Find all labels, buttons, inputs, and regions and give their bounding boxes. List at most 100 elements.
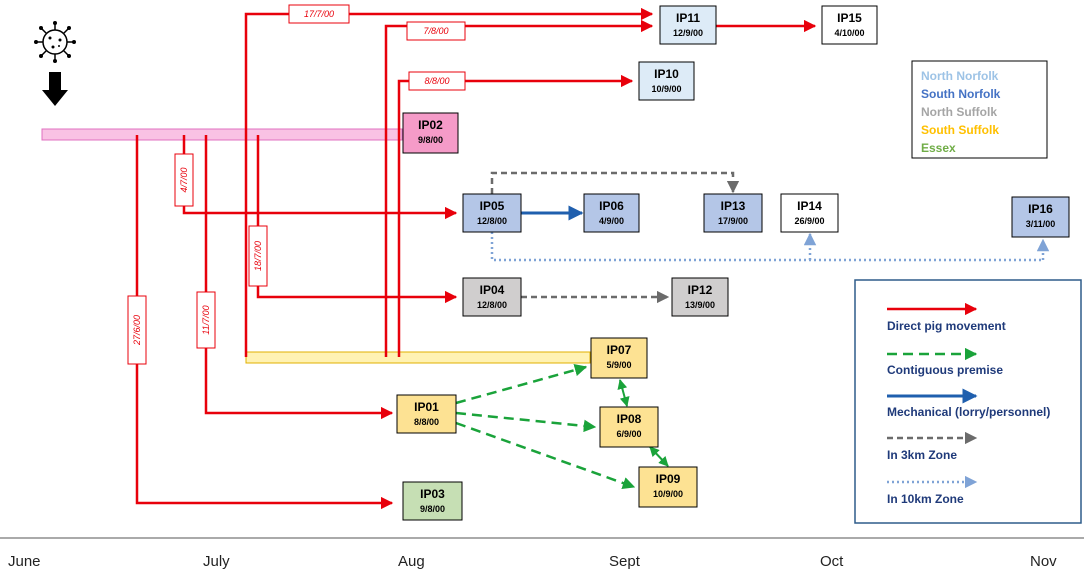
zone10km-links xyxy=(490,232,1050,262)
legend-3km-zone: In 3km Zone xyxy=(887,448,957,462)
legend-essex: Essex xyxy=(921,141,956,155)
region-legend: North Norfolk South Norfolk North Suffol… xyxy=(911,60,1048,159)
legend-south-norfolk: South Norfolk xyxy=(921,87,1001,101)
node-id-label: IP07 xyxy=(607,343,632,357)
node-date-label: 4/10/00 xyxy=(834,28,864,38)
month-aug: Aug xyxy=(398,553,425,570)
premise-nodes: IP018/8/00IP029/8/00IP039/8/00IP0412/8/0… xyxy=(396,5,1070,521)
svg-text:4/7/00: 4/7/00 xyxy=(179,167,189,192)
node-id-label: IP10 xyxy=(654,67,679,81)
node-ip14: IP14 26/9/00 xyxy=(780,193,839,233)
down-arrow-icon xyxy=(42,72,68,106)
legend-north-suffolk: North Suffolk xyxy=(921,105,997,119)
date-label-4-7: 4/7/00 xyxy=(174,153,194,207)
date-label-17-7: 17/7/00 xyxy=(288,4,350,24)
node-date-label: 26/9/00 xyxy=(794,216,824,226)
month-labels: June July Aug Sept Oct Nov xyxy=(8,553,1057,570)
node-id-label: IP12 xyxy=(688,283,713,297)
zone3km-links xyxy=(490,171,740,304)
date-label-27-6: 27/6/00 xyxy=(127,295,147,365)
link-ip07-ip11-b xyxy=(384,19,654,357)
node-ip07: IP07 5/9/00 xyxy=(590,337,648,379)
date-label-11-7: 11/7/00 xyxy=(196,291,216,349)
link-ip07-ip10 xyxy=(397,74,634,357)
node-id-label: IP09 xyxy=(656,472,681,486)
node-ip12: IP12 13/9/00 xyxy=(671,277,729,317)
month-sept: Sept xyxy=(609,553,641,570)
ip02-period-bar xyxy=(41,128,403,141)
node-ip16: IP16 3/11/00 xyxy=(1011,196,1070,238)
node-ip11: IP11 12/9/00 xyxy=(659,5,717,45)
node-date-label: 12/8/00 xyxy=(477,216,507,226)
node-date-label: 12/8/00 xyxy=(477,300,507,310)
node-id-label: IP03 xyxy=(420,487,445,501)
contiguous-links xyxy=(455,363,636,490)
link-legend: Direct pig movement Contiguous premise M… xyxy=(854,279,1082,524)
link-ip02-ip01 xyxy=(204,135,394,420)
node-date-label: 10/9/00 xyxy=(651,84,681,94)
link-ip05-ip14-ip16 xyxy=(490,232,1043,262)
node-date-label: 17/9/00 xyxy=(718,216,748,226)
svg-text:18/7/00: 18/7/00 xyxy=(253,241,263,271)
legend-south-suffolk: South Suffolk xyxy=(921,123,999,137)
svg-text:11/7/00: 11/7/00 xyxy=(201,305,211,334)
node-date-label: 13/9/00 xyxy=(685,300,715,310)
virus-icon xyxy=(34,21,76,63)
node-date-label: 4/9/00 xyxy=(599,216,624,226)
node-id-label: IP06 xyxy=(599,199,624,213)
node-ip04: IP04 12/8/00 xyxy=(462,277,522,317)
date-label-7-8: 7/8/00 xyxy=(406,21,466,41)
node-id-label: IP04 xyxy=(480,283,505,297)
node-id-label: IP08 xyxy=(617,412,642,426)
node-ip05: IP05 12/8/00 xyxy=(462,193,522,233)
legend-10km-zone: In 10km Zone xyxy=(887,492,964,506)
date-label-18-7: 18/7/00 xyxy=(248,225,268,287)
link-ip07-ip08 xyxy=(617,379,630,407)
legend-mechanical: Mechanical (lorry/personnel) xyxy=(887,405,1050,419)
link-ip02-ip04 xyxy=(256,135,458,304)
node-date-label: 9/8/00 xyxy=(418,135,443,145)
node-id-label: IP16 xyxy=(1028,202,1053,216)
date-label-8-8: 8/8/00 xyxy=(408,71,466,91)
node-ip01: IP01 8/8/00 xyxy=(396,394,457,434)
month-july: July xyxy=(203,553,230,570)
node-date-label: 6/9/00 xyxy=(616,429,641,439)
node-ip10: IP10 10/9/00 xyxy=(638,61,695,101)
node-id-label: IP14 xyxy=(797,199,822,213)
node-id-label: IP02 xyxy=(418,118,443,132)
node-ip06: IP06 4/9/00 xyxy=(583,193,640,233)
link-ip02-ip03 xyxy=(135,135,394,510)
link-ip05-ip13 xyxy=(490,171,740,194)
node-ip09: IP09 10/9/00 xyxy=(638,466,698,508)
node-id-label: IP11 xyxy=(676,11,700,25)
link-ip01-ip07 xyxy=(455,363,588,405)
legend-north-norfolk: North Norfolk xyxy=(921,69,999,83)
svg-text:27/6/00: 27/6/00 xyxy=(132,315,142,346)
node-date-label: 10/9/00 xyxy=(653,489,683,499)
svg-text:8/8/00: 8/8/00 xyxy=(424,76,449,86)
node-ip13: IP13 17/9/00 xyxy=(703,193,763,233)
node-id-label: IP15 xyxy=(837,11,862,25)
node-date-label: 12/9/00 xyxy=(673,28,703,38)
node-ip03: IP03 9/8/00 xyxy=(402,481,463,521)
node-date-label: 5/9/00 xyxy=(606,360,631,370)
contiguous-links-short xyxy=(617,379,669,467)
legend-contiguous: Contiguous premise xyxy=(887,363,1003,377)
node-id-label: IP01 xyxy=(414,400,439,414)
node-id-label: IP05 xyxy=(480,199,505,213)
direct-movement-links xyxy=(135,7,817,510)
node-ip15: IP15 4/10/00 xyxy=(821,5,878,45)
link-ip08-ip09 xyxy=(649,446,669,467)
movement-date-labels: 27/6/00 11/7/00 4/7/00 18/7/00 17/7/00 7… xyxy=(127,4,466,365)
ip07-period-bar xyxy=(245,351,591,364)
month-nov: Nov xyxy=(1030,553,1057,570)
legend-direct-movement: Direct pig movement xyxy=(887,319,1006,333)
node-date-label: 8/8/00 xyxy=(414,417,439,427)
node-id-label: IP13 xyxy=(721,199,746,213)
node-ip08: IP08 6/9/00 xyxy=(599,406,659,448)
node-date-label: 3/11/00 xyxy=(1026,219,1056,229)
link-ip07-ip11-a xyxy=(244,7,654,357)
node-date-label: 9/8/00 xyxy=(420,504,445,514)
svg-text:17/7/00: 17/7/00 xyxy=(304,9,334,19)
